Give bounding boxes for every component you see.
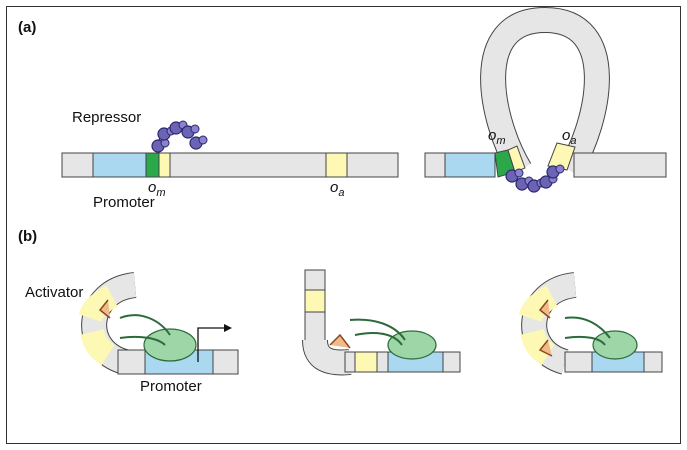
repressor-label: Repressor xyxy=(72,109,141,126)
operator-a-label: oa xyxy=(330,179,344,199)
operator-m-yellow-loop xyxy=(507,145,526,173)
activator-protein-b3a xyxy=(538,299,551,319)
figure-border xyxy=(6,6,681,444)
dna-looped xyxy=(424,6,667,178)
operator-m-label-loop: om xyxy=(488,127,506,147)
dna-curve xyxy=(82,273,138,374)
panel-label-b: (b) xyxy=(18,228,37,245)
activator-label: Activator xyxy=(25,284,83,301)
operator-m-yellow xyxy=(158,152,171,178)
operator-yellow-b2a xyxy=(304,289,326,313)
activator-protein xyxy=(98,299,111,319)
operator-a-region xyxy=(325,152,348,178)
dna-right-arm xyxy=(573,152,667,178)
promoter-label-b: Promoter xyxy=(140,378,202,395)
repressor-protein xyxy=(151,120,208,153)
panel-label-a: (a) xyxy=(18,19,36,36)
rna-polymerase-b3 xyxy=(592,330,638,360)
rna-polymerase-b2 xyxy=(387,330,437,360)
operator-a-region-loop xyxy=(547,142,576,171)
activation-diagram-3 xyxy=(518,272,663,375)
promoter-region-loop xyxy=(444,152,496,178)
operator-m-label: om xyxy=(148,179,166,199)
dna-linear xyxy=(61,152,399,178)
activator-protein-b2 xyxy=(329,333,351,349)
activation-diagram-2 xyxy=(302,269,461,376)
operator-a-label-loop: oa xyxy=(562,127,576,147)
activation-diagram-1 xyxy=(78,272,239,375)
operator-yellow-b2b xyxy=(354,351,378,373)
activator-protein-b3b xyxy=(538,339,553,357)
promoter-region xyxy=(92,152,147,178)
operator-m-region xyxy=(145,152,160,178)
dna-loop xyxy=(481,7,609,177)
transcription-arrow xyxy=(197,327,225,362)
promoter-label-a: Promoter xyxy=(93,194,155,211)
rna-polymerase xyxy=(143,328,197,362)
